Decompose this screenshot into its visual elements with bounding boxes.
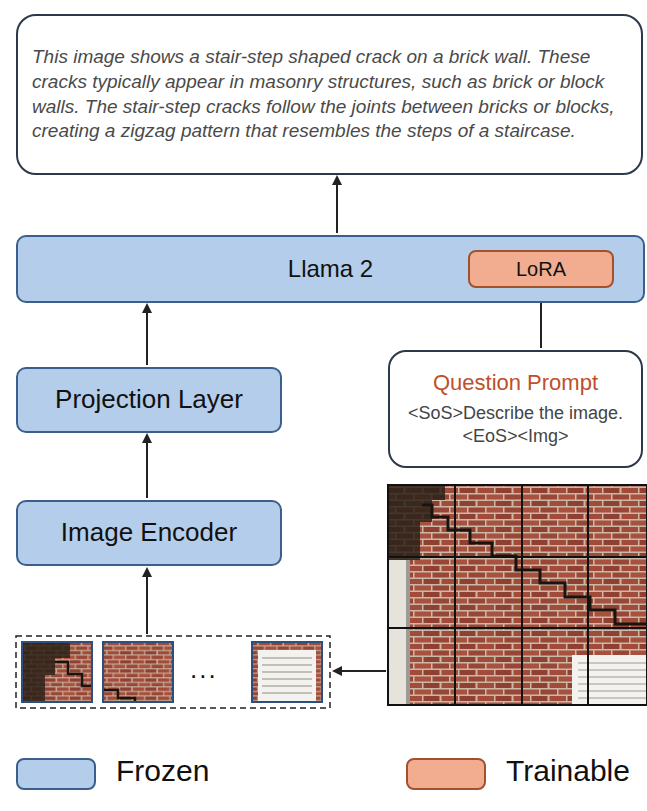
legend-text: Frozen (116, 754, 209, 788)
arrow-connector (336, 177, 338, 233)
process-box: Image Encoder (16, 500, 282, 566)
ellipsis: ... (190, 654, 218, 685)
box-label: Image Encoder (61, 516, 237, 550)
box-label: Llama 2 (288, 253, 373, 284)
process-box: Projection Layer (16, 367, 282, 433)
arrow-connector (146, 435, 148, 498)
arrow-connector (146, 305, 148, 365)
box-label: Projection Layer (55, 383, 243, 417)
legend-text: Trainable (506, 754, 630, 788)
image-patch (22, 642, 92, 702)
brick-photo (388, 485, 647, 705)
box-body: <SoS>Describe the image.<EoS><Img> (400, 402, 631, 449)
lora-box: LoRA (468, 250, 614, 288)
legend-swatch (16, 758, 96, 790)
patch-group (16, 636, 330, 708)
image-patch (252, 642, 322, 702)
arrow (146, 569, 148, 634)
patch-grid (388, 485, 647, 705)
prompt-box: Question Prompt <SoS>Describe the image.<… (388, 350, 643, 468)
box-label: LoRA (516, 256, 566, 282)
arrow (334, 670, 386, 672)
output-text-box: This image shows a stair-step shaped cra… (16, 14, 643, 175)
box-label: Question Prompt (433, 369, 598, 398)
box-label: This image shows a stair-step shaped cra… (32, 45, 627, 144)
image-patch (103, 642, 173, 702)
legend-swatch (406, 758, 486, 790)
llm-box: Llama 2 LoRA (16, 235, 645, 303)
